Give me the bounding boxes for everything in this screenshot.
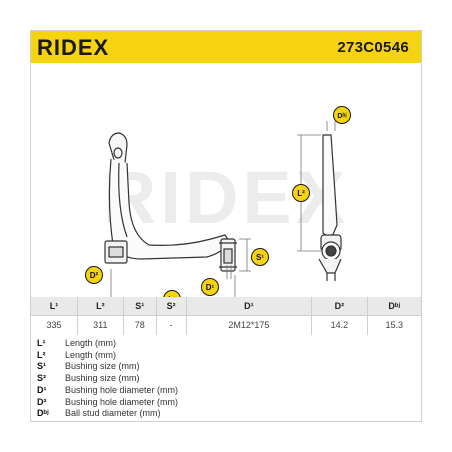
brand-logo-text: RIDEX <box>37 35 109 60</box>
specs-value-s1: 78 <box>123 314 157 335</box>
callout-d2: D² <box>85 266 103 284</box>
legend-text: Bushing size (mm) <box>65 373 140 384</box>
specs-value-dbj: 15.3 <box>367 314 421 335</box>
legend-item: Dᵇʲ Ball stud diameter (mm) <box>37 408 415 420</box>
specs-value-row: 335 311 78 - 2M12*175 14.2 15.3 <box>31 314 421 335</box>
legend-key: S¹ <box>37 361 46 372</box>
specs-value-l1: 335 <box>31 314 78 335</box>
specs-header-dbj: Dᵇʲ <box>367 297 421 315</box>
legend-item: S² Bushing size (mm) <box>37 373 415 385</box>
control-arm-drawing <box>104 132 237 272</box>
specs-header-l1: L¹ <box>31 297 78 315</box>
specs-header-s2: S² <box>156 297 187 315</box>
callout-dbj: Dᵇʲ <box>333 106 351 124</box>
legend-text: Length (mm) <box>65 338 117 348</box>
legend-key: S² <box>37 373 46 384</box>
watermark-text: RIDEX <box>103 156 349 239</box>
specs-header-s1: S¹ <box>123 297 157 315</box>
legend-key: L¹ <box>37 338 46 348</box>
part-number: 273C0546 <box>337 39 409 56</box>
header-bar: RIDEX 273C0546 <box>31 31 421 63</box>
callout-s1: S¹ <box>251 248 269 266</box>
legend-text: Ball stud diameter (mm) <box>65 408 161 419</box>
specs-value-d2: 14.2 <box>311 314 368 335</box>
specs-header-row: L¹ L² S¹ S² D¹ D² Dᵇʲ <box>31 297 421 315</box>
callout-l2-label: L² <box>297 189 305 198</box>
callout-d1: D¹ <box>201 278 219 296</box>
callout-l2: L² <box>292 184 310 202</box>
technical-diagram: RIDEX <box>85 106 351 308</box>
specs-header-d2: D² <box>311 297 368 315</box>
side-view-drawing <box>318 134 342 281</box>
product-card: RIDEX 273C0546 RIDEX <box>30 30 422 422</box>
legend: L¹ Length (mm) L² Length (mm) S¹ Bushing… <box>37 338 415 420</box>
legend-item: D² Bushing hole diameter (mm) <box>37 397 415 409</box>
specs-value-s2: - <box>156 314 187 335</box>
legend-key: Dᵇʲ <box>37 408 49 419</box>
legend-item: L¹ Length (mm) <box>37 338 415 350</box>
legend-text: Bushing hole diameter (mm) <box>65 384 179 395</box>
legend-item: D¹ Bushing hole diameter (mm) <box>37 385 415 397</box>
specs-value-l2: 311 <box>77 314 124 335</box>
callout-dbj-label: Dᵇʲ <box>337 113 347 120</box>
legend-key: L² <box>37 349 46 360</box>
brand-logo: RIDEX <box>37 35 109 60</box>
legend-item: S¹ Bushing size (mm) <box>37 361 415 373</box>
legend-item: L² Length (mm) <box>37 350 415 362</box>
callout-d1-label: D¹ <box>206 283 215 292</box>
specs-header-d1: D¹ <box>186 297 313 315</box>
specs-header-l2: L² <box>77 297 124 315</box>
callout-s1-label: S¹ <box>256 253 264 262</box>
specs-value-d1: 2M12*175 <box>186 314 313 335</box>
specs-table: L¹ L² S¹ S² D¹ D² Dᵇʲ 335 311 78 - 2M12*… <box>31 297 421 335</box>
legend-key: D¹ <box>37 384 47 395</box>
legend-key: D² <box>37 396 47 407</box>
legend-text: Bushing size (mm) <box>65 361 140 372</box>
legend-text: Length (mm) <box>65 349 117 360</box>
legend-text: Bushing hole diameter (mm) <box>65 396 179 407</box>
callout-d2-label: D² <box>90 271 99 280</box>
